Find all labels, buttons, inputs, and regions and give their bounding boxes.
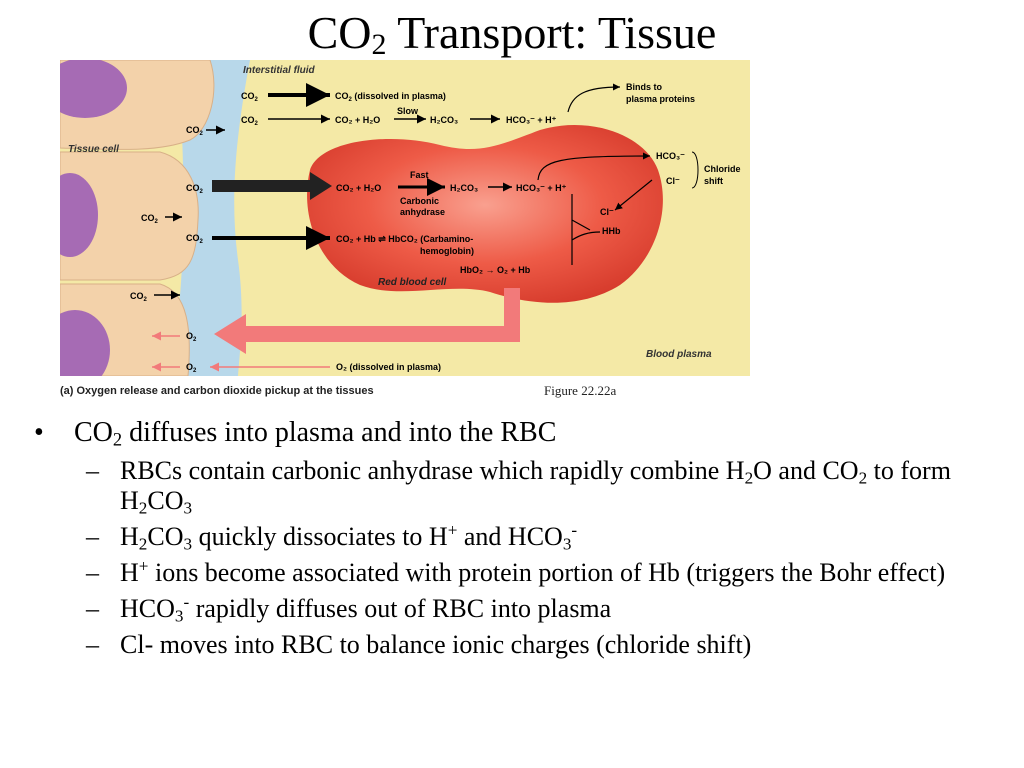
h2co3-label: H₂CO₃ xyxy=(430,115,458,125)
sub-bullet-item: – Cl- moves into RBC to balance ionic ch… xyxy=(86,630,752,659)
hco3-out-label: HCO₃⁻ xyxy=(656,151,685,161)
o2-dissolved-label: O₂ (dissolved in plasma) xyxy=(336,362,441,372)
co2-dissolved-label: CO2 (dissolved in plasma) xyxy=(335,91,446,103)
nucleus-top xyxy=(60,60,127,118)
dash-marker: – xyxy=(86,630,99,659)
hhb-label: HHb xyxy=(602,226,621,236)
slow-label: Slow xyxy=(397,106,419,116)
interstitial-fluid-label: Interstitial fluid xyxy=(243,65,316,76)
cl-in-label: Cl⁻ xyxy=(600,207,614,217)
hbco2-eq-label: CO₂ + Hb ⇌ HbCO₂ (Carbamino- xyxy=(336,234,473,244)
carbonic-label: Carbonic xyxy=(400,196,439,206)
figure-number: Figure 22.22a xyxy=(544,383,617,398)
binds-to-label: Binds to xyxy=(626,82,662,92)
co2-transport-figure: Interstitial fluid Tissue cell Red blood… xyxy=(60,60,750,376)
slide-title: CO2 Transport: Tissue xyxy=(307,7,717,61)
large-co2-arrow xyxy=(212,172,332,200)
sub-bullet-item: – RBCs contain carbonic anhydrase which … xyxy=(86,456,951,518)
o2-label: O2 xyxy=(186,362,197,374)
bullet-list: • CO2 diffuses into plasma and into the … xyxy=(34,416,1004,660)
fast-label: Fast xyxy=(410,170,429,180)
cl-label: Cl⁻ xyxy=(666,176,680,186)
dash-marker: – xyxy=(86,558,99,587)
dash-marker: – xyxy=(86,594,99,623)
arrow xyxy=(614,179,653,211)
sub-bullet-item: – H+ ions become associated with protein… xyxy=(86,556,946,587)
tissue-cell-middle xyxy=(60,151,199,281)
co2-label: CO2 xyxy=(186,183,204,195)
co2-label: CO2 xyxy=(130,291,148,303)
nucleus-bottom xyxy=(60,310,110,376)
co2-label: CO2 xyxy=(141,213,159,225)
dash-marker: – xyxy=(86,456,99,485)
arrow xyxy=(567,83,621,113)
figure-caption: (a) Oxygen release and carbon dioxide pi… xyxy=(60,385,374,397)
bullet-marker: • xyxy=(34,417,44,448)
o2-label: O2 xyxy=(186,331,197,343)
shift-label: shift xyxy=(704,176,723,186)
nucleus-middle xyxy=(60,173,98,257)
anhydrase-label: anhydrase xyxy=(400,207,445,217)
co2-label: CO2 xyxy=(241,91,259,103)
co2-label: CO2 xyxy=(186,233,204,245)
co2-label: CO2 xyxy=(186,125,204,137)
co2-label: CO2 xyxy=(241,115,259,127)
hemoglobin-label: hemoglobin) xyxy=(420,246,474,256)
bullet-item: • CO2 diffuses into plasma and into the … xyxy=(34,417,557,450)
large-o2-arrow xyxy=(214,288,520,354)
tissue-cell-label: Tissue cell xyxy=(68,144,119,155)
sub-bullet-item: – HCO3- rapidly diffuses out of RBC into… xyxy=(86,592,612,626)
plasma-proteins-label: plasma proteins xyxy=(626,94,695,104)
blood-plasma-label: Blood plasma xyxy=(646,349,712,360)
plasma-reaction-left: CO₂ + H₂O xyxy=(335,115,380,125)
chloride-label: Chloride xyxy=(704,164,741,174)
rbc-reaction-left: CO₂ + H₂O xyxy=(336,183,381,193)
red-blood-cell xyxy=(307,124,663,303)
brace xyxy=(691,151,699,189)
red-blood-cell-label: Red blood cell xyxy=(378,277,447,288)
hbo2-eq-label: HbO₂ → O₂ + Hb xyxy=(460,265,531,275)
arrow xyxy=(537,152,651,181)
dash-marker: – xyxy=(86,522,99,551)
sub-bullet-item: – H2CO3 quickly dissociates to H+ and HC… xyxy=(86,520,578,554)
hco3-h-label: HCO₃⁻ + H⁺ xyxy=(506,115,557,125)
rbc-h2co3-label: H₂CO₃ xyxy=(450,183,478,193)
hhb-connector xyxy=(571,194,601,265)
rbc-hco3-h-label: HCO₃⁻ + H⁺ xyxy=(516,183,567,193)
